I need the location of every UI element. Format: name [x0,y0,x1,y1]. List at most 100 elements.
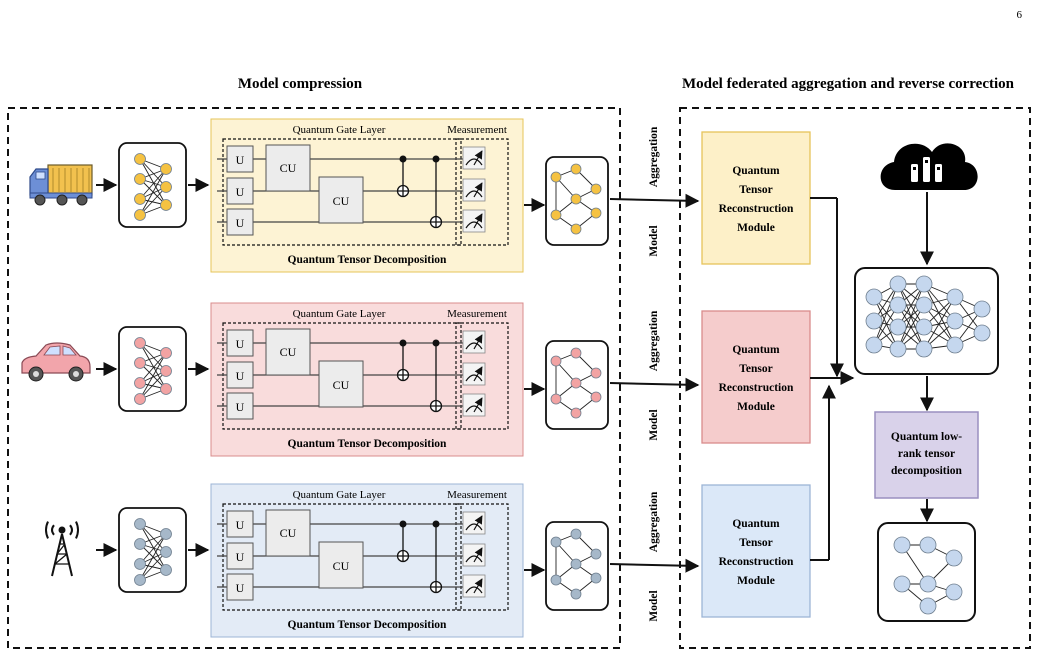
cu-gate-label: CU [333,378,350,392]
truck-icon [29,164,93,206]
network-edge [139,523,167,553]
network-edge [139,342,167,372]
measurement-dashed-box [455,138,509,246]
aggregation-section-border [679,107,1031,649]
global-model-node [915,275,933,293]
cu-gate-label: CU [280,526,297,540]
u-gate-label: U [236,337,245,351]
aggregation-connectors [810,197,855,561]
model-label: Model [648,409,660,440]
gate-layer-label: Quantum Gate Layer [293,489,386,501]
compressed-global-model-node [919,597,937,615]
network-edge [897,283,925,350]
aggregation-label: Aggregation [648,126,660,187]
local-model-node [160,365,172,377]
module-label-line: Reconstruction [719,203,794,215]
local-model-node [134,173,146,185]
gate-layer-label: Quantum Gate Layer [293,124,386,136]
local-model-node [160,347,172,359]
network-edge [139,158,167,206]
u-gate-label: U [236,185,245,199]
cu-gate-label: CU [280,161,297,175]
compressed-model-node [570,528,582,540]
quantum-tensor-reconstruction-module [701,310,811,444]
compressed-model-node [550,355,562,367]
cu-gate-2 [318,360,364,408]
measurement-meter-icon [462,393,486,417]
u-gate [226,392,254,420]
car-icon [21,342,91,382]
network-edge [139,352,167,384]
section-title-compression: Model compression [238,76,363,92]
network-edge [897,304,925,350]
u-gate-label: U [236,581,245,595]
u-gate-label: U [236,400,245,414]
global-model-node [865,312,883,330]
to-reconstruction-module-arrow [609,193,700,208]
network-edge [923,304,956,346]
lowrank-line-1: Quantum low- [891,431,962,443]
to-reconstruction-module-arrow [609,377,700,392]
compressed-model-node [570,223,582,235]
aggregation-label: Aggregation [648,491,660,552]
measurement-meter-icon [462,543,486,567]
cnot-control [399,520,407,528]
cnot-control [432,520,440,528]
gate-layer-dashed-box [222,138,462,246]
module-label-line: Tensor [739,184,772,196]
compression-section-border [7,107,621,649]
module-label-line: Reconstruction [719,382,794,394]
u-gate-label: U [236,518,245,532]
module-label-line: Module [737,222,775,234]
global-model-node [889,340,907,358]
compressed-model-node [550,574,562,586]
compressed-model-node [590,207,602,219]
measurement-meter-icon [462,362,486,386]
compressed-model-node [570,163,582,175]
cnot-control [432,155,440,163]
quantum-tensor-reconstruction-module [701,131,811,265]
gate-layer-label: Quantum Gate Layer [293,308,386,320]
global-model-node [946,288,964,306]
aggregation-label: Aggregation [648,310,660,371]
measurement-meter-icon [462,574,486,598]
cu-gate-1 [265,509,311,557]
local-model-node [160,546,172,558]
network-edge [139,168,167,200]
global-model-node [946,312,964,330]
global-model-node [915,318,933,336]
network-edge [139,533,167,565]
local-model-node [134,393,146,405]
model-label: Model [648,590,660,621]
lowrank-decomposition-box [874,411,979,499]
decomposition-label: Quantum Tensor Decomposition [288,254,448,266]
u-gate [226,177,254,205]
local-model-node [160,199,172,211]
compressed-global-model-node [945,583,963,601]
local-model-node [160,181,172,193]
measurement-meter-icon [462,209,486,233]
module-label-line: Quantum [732,165,780,177]
network-edge [139,370,167,400]
cu-gate-2 [318,541,364,589]
page-number: 6 [1017,9,1023,21]
network-edge [923,283,956,346]
local-model-node [134,193,146,205]
u-gate [226,542,254,570]
u-gate [226,573,254,601]
gate-layer-dashed-box [222,503,462,611]
module-label-line: Module [737,575,775,587]
global-model-node [889,318,907,336]
global-model-node [889,296,907,314]
compressed-model-node [570,347,582,359]
compressed-model-node [570,193,582,205]
local-model-node [160,383,172,395]
lowrank-line-2: rank tensor [898,448,955,460]
compressed-model-node [590,548,602,560]
compressed-model-node [550,171,562,183]
cnot-control [399,155,407,163]
u-gate-label: U [236,550,245,564]
